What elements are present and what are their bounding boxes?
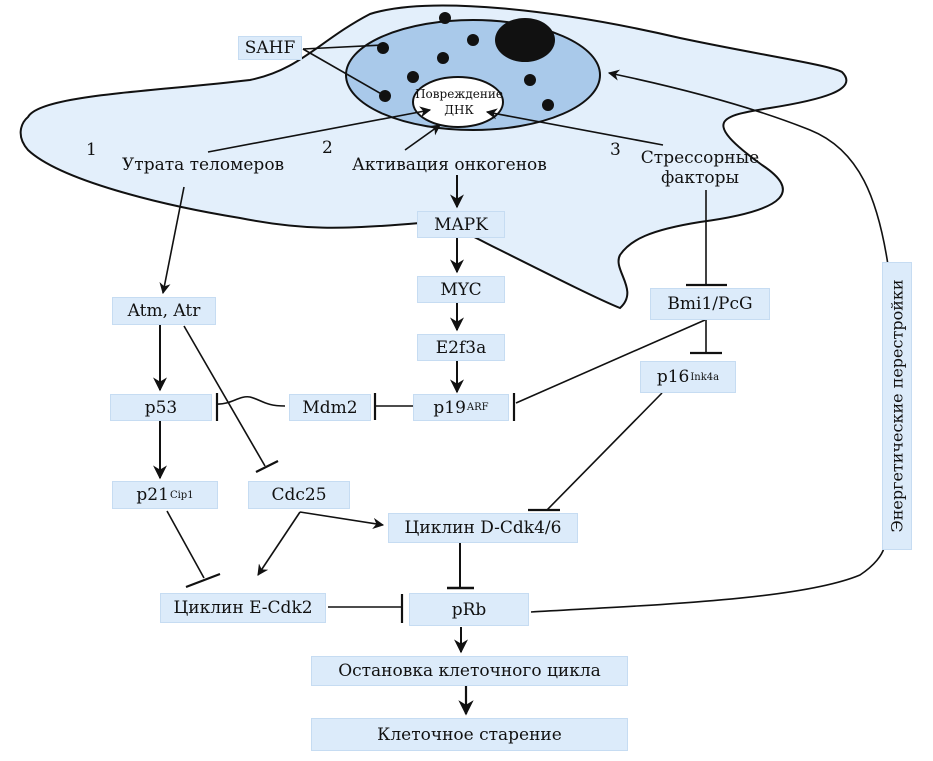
- edge-mdm2-inhibits-p53: [216, 395, 286, 407]
- nucleolus: [495, 18, 555, 62]
- p19-superscript: ARF: [466, 402, 489, 413]
- edge-atm-inhibits-cdc25: [183, 325, 266, 467]
- dna-damage-line1: Повреждение: [415, 87, 503, 101]
- edge-p16-inhibits-cyclin-d: [546, 392, 663, 511]
- node-p53: p53: [110, 394, 212, 421]
- node-cell-cycle-arrest: Остановка клеточного цикла: [311, 656, 628, 686]
- sahf-dot: [542, 99, 554, 111]
- node-cyclin-e: Циклин E-Cdk2: [160, 593, 326, 623]
- p16-text: p16: [656, 367, 690, 387]
- node-e2f3a: E2f3a: [417, 334, 505, 361]
- dna-damage-oval: [412, 76, 504, 128]
- node-senescence: Клеточное старение: [311, 718, 628, 751]
- edge-bmi1-inhibits-p19: [515, 319, 706, 404]
- p21-superscript: Cip1: [169, 489, 194, 501]
- node-atm-atr: Atm, Atr: [112, 297, 216, 325]
- stress-line2: факторы: [660, 168, 740, 189]
- dna-damage-line2: ДНК: [444, 103, 474, 117]
- pathway-number-1: 1: [86, 140, 97, 160]
- pathway-number-2: 2: [322, 138, 333, 158]
- edge-cdc25-to-cyclin-d: [299, 511, 385, 529]
- inhibition-bar: [185, 572, 221, 589]
- edge-prb-to-energy: [530, 547, 885, 613]
- inhibition-bar: [255, 460, 279, 473]
- sahf-dot: [377, 42, 389, 54]
- oncogene-activation-label: Активация онкогенов: [352, 155, 547, 175]
- node-mapk: MAPK: [417, 211, 505, 238]
- sahf-dot: [439, 12, 451, 24]
- edge-stress-to-damage: [485, 108, 664, 146]
- node-myc: MYC: [417, 276, 505, 303]
- edge-telomere-to-damage: [207, 106, 432, 153]
- node-energy-rearrangements: Энергетические перестройки: [882, 262, 912, 550]
- cell-outline: [19, 4, 848, 310]
- p16-superscript: Ink4a: [690, 371, 720, 383]
- edge-energy-to-nucleus: [607, 69, 889, 266]
- sahf-pointer: [302, 48, 386, 97]
- sahf-label: SAHF: [238, 36, 302, 60]
- node-prb: pRb: [409, 593, 529, 626]
- stress-factors-label: Стрессорные факторы: [636, 148, 764, 189]
- p19-text: p19: [433, 397, 466, 418]
- edge-telomere-to-atm: [159, 186, 185, 295]
- node-mdm2: Mdm2: [289, 394, 371, 421]
- sahf-dot: [524, 74, 536, 86]
- sahf-dot: [437, 52, 449, 64]
- edge-p21-inhibits-cyclin-e: [166, 510, 205, 579]
- pathway-number-3: 3: [610, 140, 621, 160]
- dna-damage-label: Повреждение ДНК: [414, 86, 504, 118]
- sahf-dot: [467, 34, 479, 46]
- edge-oncogene-to-damage: [404, 124, 441, 151]
- energy-label: Энергетические перестройки: [887, 279, 907, 533]
- telomere-loss-label: Утрата теломеров: [122, 155, 285, 175]
- stress-line1: Стрессорные: [640, 148, 760, 168]
- node-cdc25: Cdc25: [248, 481, 350, 509]
- sahf-dot: [407, 71, 419, 83]
- node-cyclin-d: Циклин D-Cdk4/6: [388, 513, 578, 543]
- sahf-pointer: [302, 44, 384, 50]
- edge-cdc25-to-cyclin-e: [257, 511, 301, 576]
- p21-text: p21: [136, 485, 169, 505]
- node-bmi1: Bmi1/PcG: [650, 288, 770, 320]
